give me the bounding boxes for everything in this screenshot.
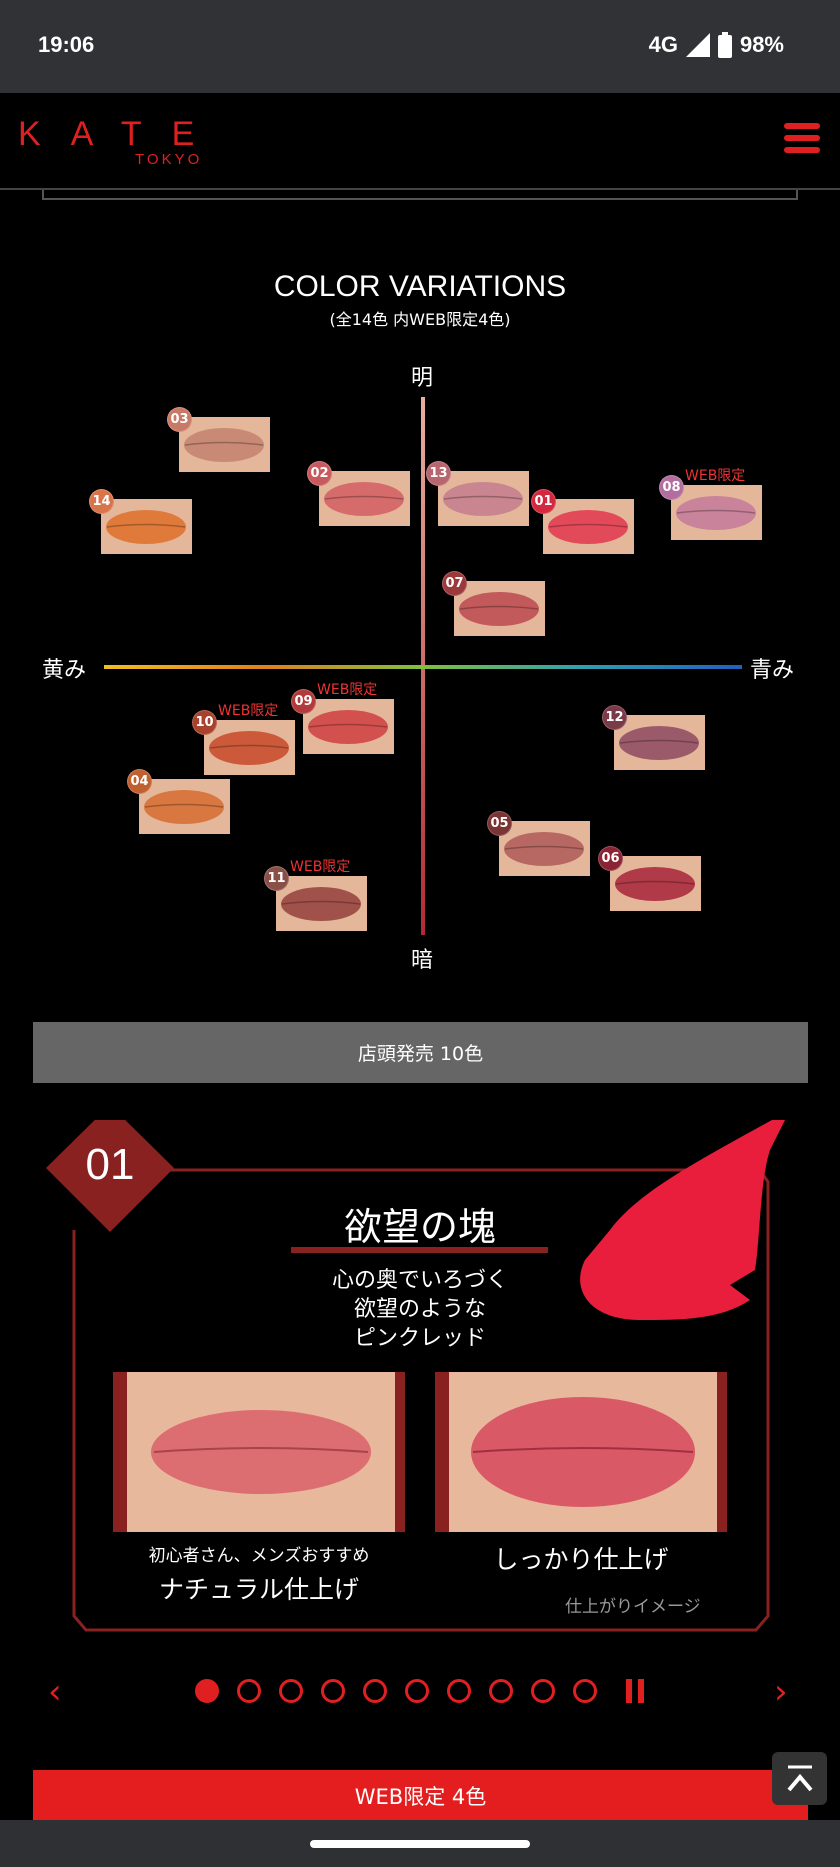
swatch-07[interactable] xyxy=(454,581,545,636)
carousel-dot[interactable] xyxy=(363,1679,387,1703)
carousel-dot[interactable] xyxy=(531,1679,555,1703)
carousel-dot[interactable] xyxy=(237,1679,261,1703)
swatch-05[interactable] xyxy=(499,821,590,876)
full-finish-photo xyxy=(435,1372,727,1532)
lip-image xyxy=(504,832,584,866)
lip-image xyxy=(324,482,404,516)
lip-image xyxy=(548,510,628,544)
swatch-13[interactable] xyxy=(438,471,529,526)
carousel-dot[interactable] xyxy=(573,1679,597,1703)
lip-image xyxy=(619,726,699,760)
axis-label-yellow: 黄み xyxy=(42,658,87,683)
lip-image xyxy=(184,428,264,462)
axis-label-blue: 青み xyxy=(750,658,795,683)
lip-image xyxy=(615,867,695,901)
lip-image xyxy=(144,790,224,824)
kate-logo[interactable]: KATE TOKYO xyxy=(18,115,225,168)
natural-finish-photo xyxy=(113,1372,405,1532)
swatch-badge: 11 xyxy=(264,866,289,891)
swatch-03[interactable] xyxy=(179,417,270,472)
swatch-badge: 09 xyxy=(291,689,316,714)
swatch-09[interactable] xyxy=(303,699,394,754)
swatch-badge: 10 xyxy=(192,710,217,735)
lip-image xyxy=(459,592,539,626)
web-limited-label: WEB限定 xyxy=(317,682,378,698)
swatch-badge: 03 xyxy=(167,407,192,432)
web-limited-label: WEB限定 xyxy=(290,859,351,875)
caption-natural: ナチュラル仕上げ xyxy=(158,1575,359,1604)
lip-image xyxy=(676,496,756,530)
axis-label-bright: 明 xyxy=(411,366,434,391)
caption-full: しっかり仕上げ xyxy=(493,1545,669,1574)
battery-icon xyxy=(717,32,732,58)
shade-name: 欲望の塊 xyxy=(343,1205,496,1249)
section-title: COLOR VARIATIONS xyxy=(273,270,567,303)
axis-label-dark: 暗 xyxy=(411,948,434,973)
scroll-top-button[interactable] xyxy=(772,1752,827,1805)
swatch-badge: 06 xyxy=(598,846,623,871)
site-header: KATE TOKYO xyxy=(0,93,840,190)
menu-icon[interactable] xyxy=(784,123,820,153)
swatch-badge: 01 xyxy=(531,489,556,514)
swatch-badge: 05 xyxy=(487,811,512,836)
signal-icon xyxy=(685,33,710,57)
lip-image xyxy=(443,482,523,516)
swatch-badge: 02 xyxy=(307,461,332,486)
carousel-dot[interactable] xyxy=(489,1679,513,1703)
desc-line: ピンクレッド xyxy=(353,1326,486,1351)
swatch-02[interactable] xyxy=(319,471,410,526)
horizontal-axis xyxy=(104,665,742,669)
swatch-badge: 08 xyxy=(659,475,684,500)
pause-icon[interactable] xyxy=(626,1679,644,1703)
network-label: 4G xyxy=(648,32,678,57)
lip-image xyxy=(209,731,289,765)
swatch-12[interactable] xyxy=(614,715,705,770)
clock: 19:06 xyxy=(38,32,95,57)
name-underline xyxy=(291,1247,548,1253)
desc-line: 欲望のような xyxy=(353,1297,486,1322)
carousel-dot[interactable] xyxy=(321,1679,345,1703)
swatch-badge: 13 xyxy=(426,461,451,486)
prev-arrow-icon[interactable]: ‹ xyxy=(48,1672,62,1712)
next-arrow-icon[interactable]: › xyxy=(774,1672,788,1712)
store-colors-button[interactable]: 店頭発売 10色 xyxy=(33,1022,808,1083)
web-limited-label: WEB限定 xyxy=(685,468,746,484)
swatch-04[interactable] xyxy=(139,779,230,834)
card-frame xyxy=(46,1120,785,1632)
carousel-dot[interactable] xyxy=(195,1679,219,1703)
swatch-11[interactable] xyxy=(276,876,367,931)
lip-image xyxy=(281,887,361,921)
swatch-08[interactable] xyxy=(671,485,762,540)
carousel-dot[interactable] xyxy=(405,1679,429,1703)
swatch-badge: 07 xyxy=(442,571,467,596)
lip-image xyxy=(308,710,388,744)
image-note: 仕上がりイメージ xyxy=(565,1597,701,1617)
shade-number: 01 xyxy=(85,1140,135,1189)
web-limited-label: WEB限定 xyxy=(218,703,279,719)
carousel-dot[interactable] xyxy=(447,1679,471,1703)
lipstick-smear xyxy=(580,1120,785,1320)
swatch-14[interactable] xyxy=(101,499,192,554)
swatch-01[interactable] xyxy=(543,499,634,554)
nav-bar xyxy=(0,1820,840,1867)
web-colors-button[interactable]: WEB限定 4色 xyxy=(33,1770,808,1822)
swatch-badge: 04 xyxy=(127,769,152,794)
desc-line: 心の奥でいろづく xyxy=(331,1268,508,1293)
home-handle[interactable] xyxy=(310,1840,530,1848)
battery-level: 98% xyxy=(739,32,784,57)
caption-small: 初心者さん、メンズおすすめ xyxy=(148,1546,370,1566)
section-subtitle: (全14色 内WEB限定4色) xyxy=(329,310,511,329)
scroll-top-icon xyxy=(786,1765,813,1791)
carousel-dot[interactable] xyxy=(279,1679,303,1703)
swatch-10[interactable] xyxy=(204,720,295,775)
swatch-badge: 14 xyxy=(89,489,114,514)
status-bar: 19:06 4G 98% xyxy=(0,0,840,93)
divider-box xyxy=(42,190,798,200)
swatch-06[interactable] xyxy=(610,856,701,911)
lip-image xyxy=(106,510,186,544)
swatch-badge: 12 xyxy=(602,705,627,730)
